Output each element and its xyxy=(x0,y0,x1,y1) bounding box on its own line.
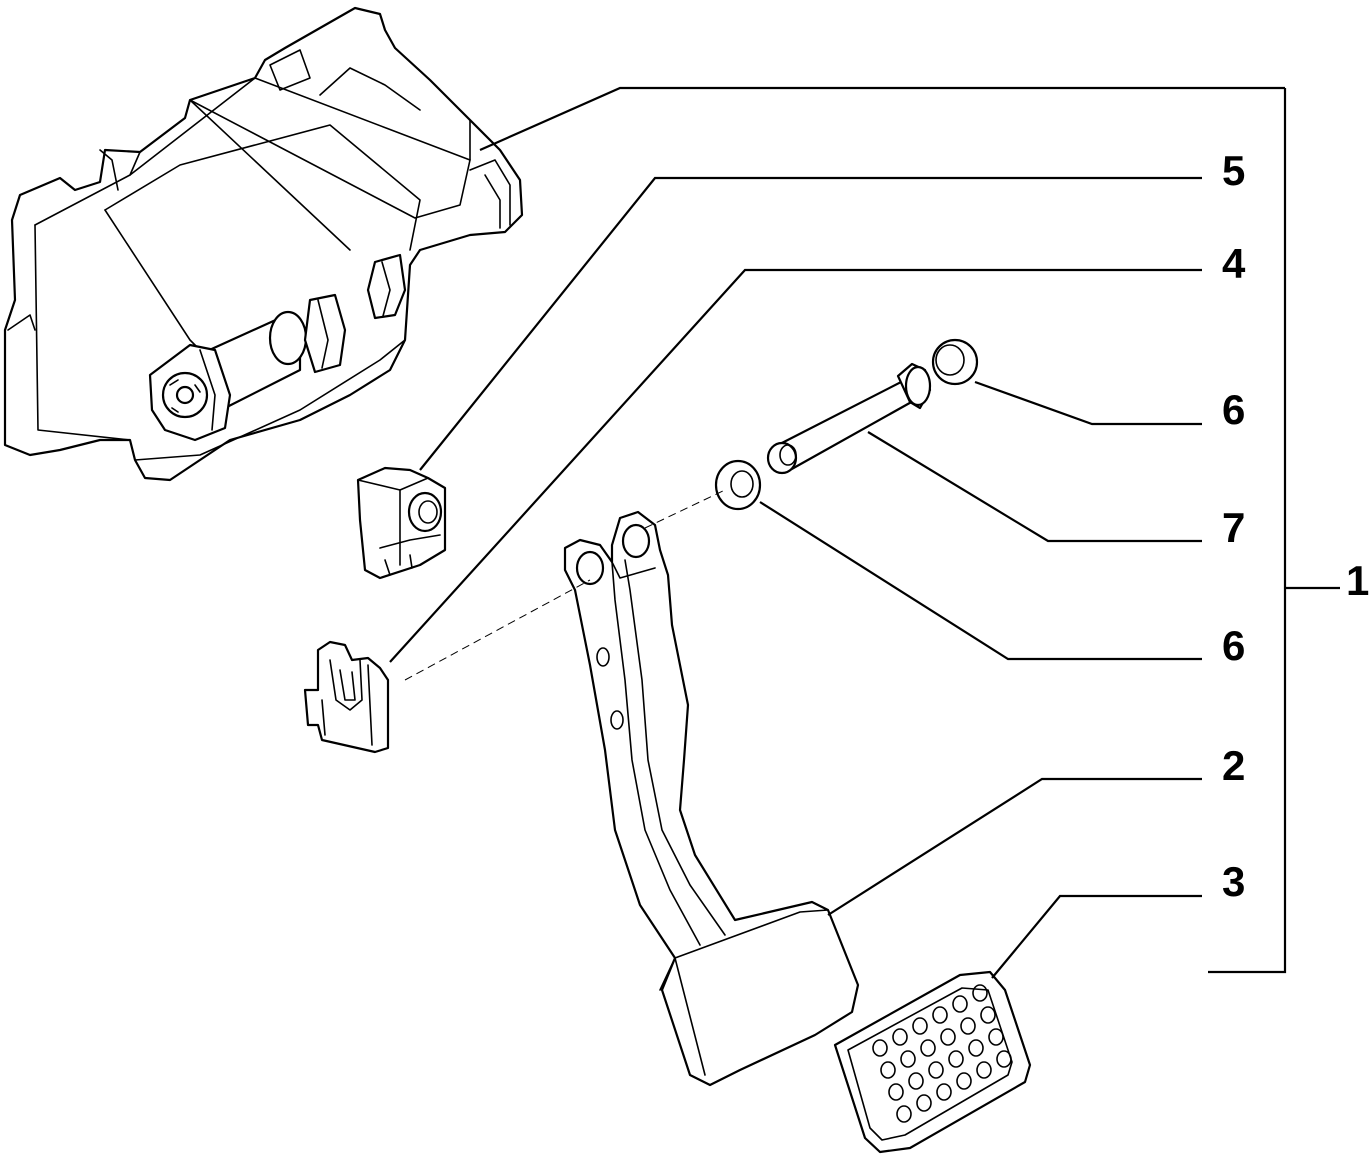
grip-dot xyxy=(916,1094,932,1112)
grip-dot xyxy=(960,1017,976,1035)
pivot-pin-part xyxy=(766,362,932,475)
callout-1: 1 xyxy=(1346,557,1369,604)
pad-grip-pattern xyxy=(872,984,1012,1123)
grip-dot xyxy=(988,1028,1004,1046)
leader-lines xyxy=(389,86,1340,979)
grip-dot xyxy=(948,1050,964,1068)
grip-dot xyxy=(900,1050,916,1068)
grip-dot xyxy=(932,1006,948,1024)
pedal-lever-part xyxy=(563,510,860,1087)
grip-dot xyxy=(912,1017,928,1035)
grip-dot xyxy=(952,995,968,1013)
leader-3 xyxy=(991,894,1202,979)
grip-dot xyxy=(996,1050,1012,1068)
leader-6-lower xyxy=(759,501,1202,661)
callout-2: 2 xyxy=(1222,742,1245,789)
grip-dot xyxy=(920,1039,936,1057)
leader-2 xyxy=(827,777,1202,916)
leader-5 xyxy=(419,176,1202,471)
callout-7: 7 xyxy=(1222,504,1245,551)
leader-1-bracket xyxy=(479,86,1285,152)
grip-dot xyxy=(980,1006,996,1024)
pedal-support-bracket xyxy=(3,6,524,482)
clip-part xyxy=(303,640,390,754)
grip-dot xyxy=(940,1028,956,1046)
leader-4 xyxy=(389,268,1202,663)
bushing-upper-part xyxy=(931,338,979,386)
grip-dot xyxy=(972,984,988,1002)
grip-dot xyxy=(896,1105,912,1123)
callout-4: 4 xyxy=(1222,240,1246,287)
leader-1-vertical xyxy=(1208,88,1287,974)
assembly-axis-line xyxy=(644,489,726,529)
callout-6-upper: 6 xyxy=(1222,386,1245,433)
grip-dot xyxy=(872,1039,888,1057)
grip-dot xyxy=(908,1072,924,1090)
grip-dot xyxy=(888,1083,904,1101)
grip-dot xyxy=(892,1028,908,1046)
leader-6-upper xyxy=(974,380,1202,426)
grip-dot xyxy=(968,1039,984,1057)
pedal-pad-part xyxy=(833,970,1032,1154)
callout-3: 3 xyxy=(1222,858,1245,905)
bushing-lower-part xyxy=(714,459,762,511)
grip-dot xyxy=(880,1061,896,1079)
leader-7 xyxy=(867,431,1202,543)
callout-5: 5 xyxy=(1222,147,1245,194)
grip-dot xyxy=(936,1083,952,1101)
grip-dot xyxy=(976,1061,992,1079)
grip-dot xyxy=(928,1061,944,1079)
grip-dot xyxy=(956,1072,972,1090)
callout-6-lower: 6 xyxy=(1222,622,1245,669)
assembly-axis-line xyxy=(404,579,591,681)
switch-bracket-part xyxy=(356,466,447,580)
